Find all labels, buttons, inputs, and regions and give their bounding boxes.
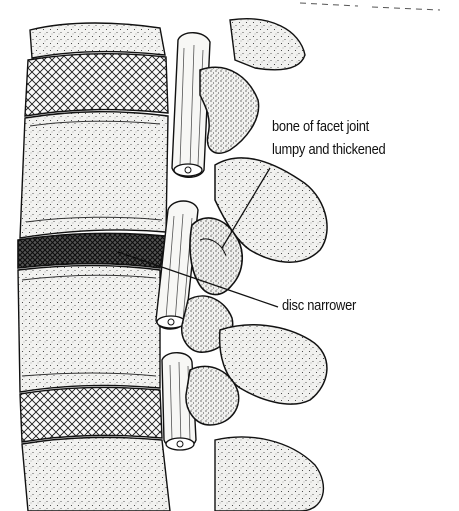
spinous-process-upper: [230, 19, 305, 70]
intervertebral-disc-3: [20, 387, 162, 442]
page-edge-marks: [300, 3, 440, 10]
label-disc-narrower: disc narrower: [282, 297, 356, 314]
vertebral-body-top: [30, 23, 165, 58]
vertebral-body-3: [18, 266, 160, 393]
intervertebral-disc-narrowed: [18, 233, 166, 268]
facet-joint-upper: [200, 67, 259, 153]
vertebral-body-bottom: [22, 437, 170, 511]
spinous-process-lower: [215, 437, 323, 511]
label-facet-joint-line1: bone of facet joint: [272, 118, 369, 135]
label-facet-joint-line2: lumpy and thickened: [272, 141, 385, 158]
vertebral-body-2: [20, 112, 168, 238]
intervertebral-disc-1: [25, 54, 168, 116]
